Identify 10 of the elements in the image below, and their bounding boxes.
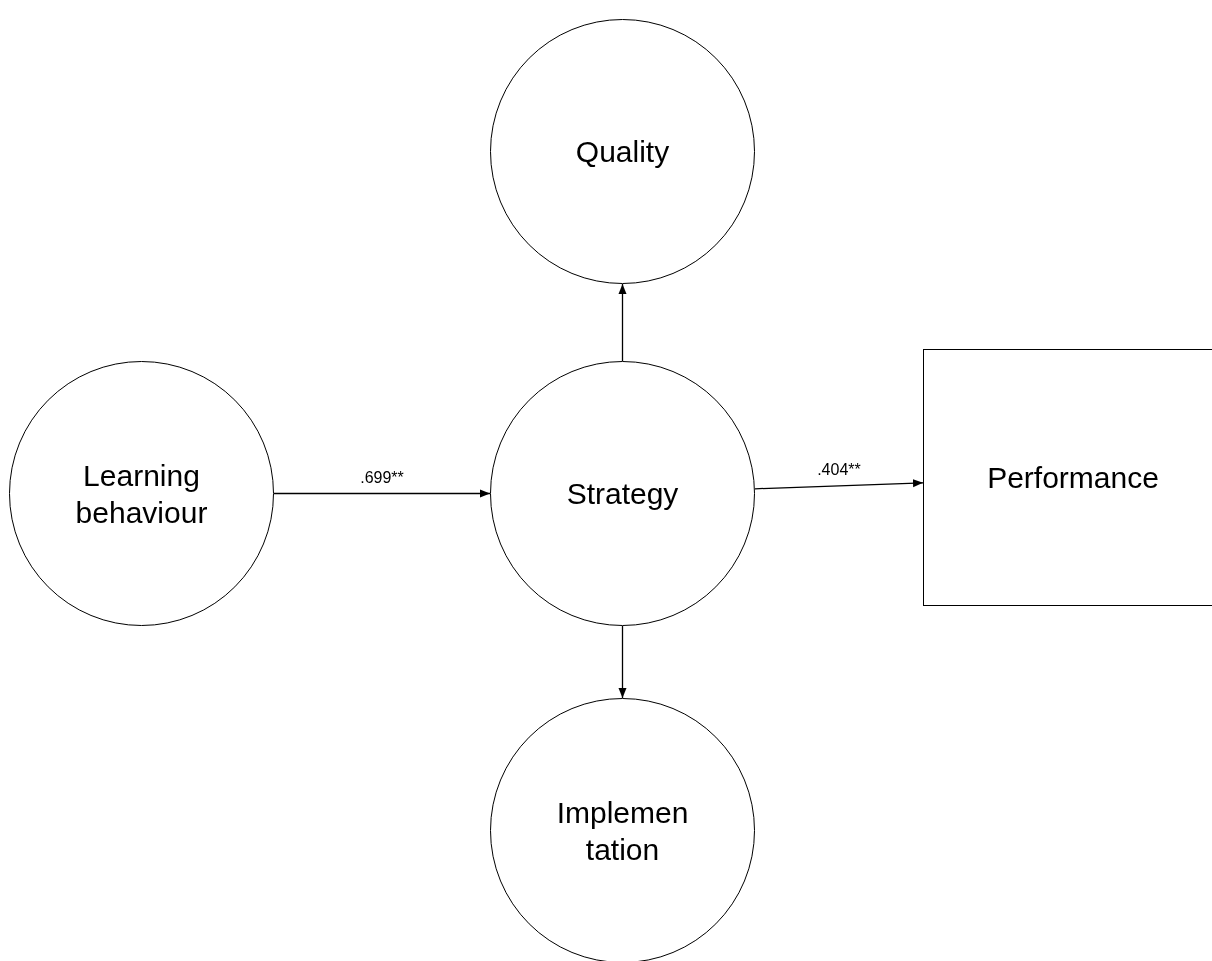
node-label: Implemen tation (555, 794, 690, 868)
node-label: Strategy (566, 476, 679, 512)
arrow (618, 283, 627, 362)
arrow (754, 479, 924, 490)
construct-box (923, 349, 1212, 606)
node-label: Learning behaviour (74, 457, 209, 531)
node-label: Quality (575, 134, 670, 170)
arrow (618, 625, 627, 699)
node-label: Performance (987, 460, 1159, 496)
arrow (273, 489, 491, 498)
